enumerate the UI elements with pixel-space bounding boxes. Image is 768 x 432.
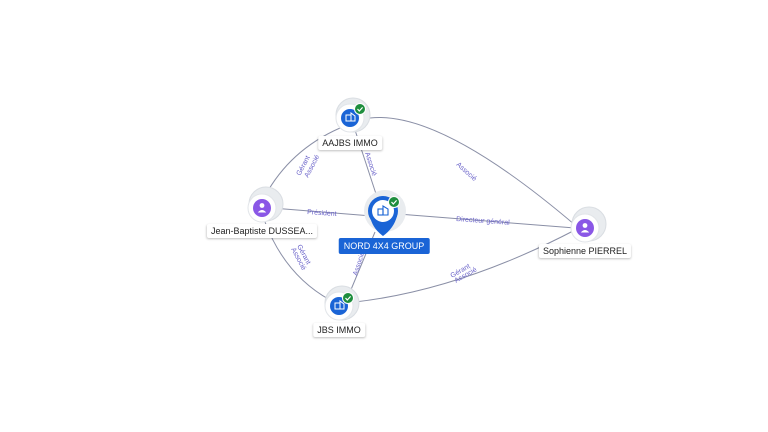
building-icon bbox=[377, 205, 389, 216]
node-nord-4x4-group[interactable] bbox=[364, 190, 406, 236]
edge-label: Président bbox=[307, 209, 337, 218]
person-icon bbox=[257, 203, 267, 213]
node-label-nord-4x4-group[interactable]: NORD 4X4 GROUP bbox=[338, 238, 430, 254]
node-label-jean-baptiste[interactable]: Jean-Baptiste DUSSEA... bbox=[206, 224, 318, 238]
verified-check-icon bbox=[342, 292, 354, 304]
building-icon bbox=[334, 300, 345, 310]
node-jean-baptiste[interactable] bbox=[247, 186, 284, 223]
edge-jb-aajbs bbox=[264, 127, 341, 197]
node-jbs-immo[interactable] bbox=[324, 285, 360, 321]
edge-label: Directeur général bbox=[456, 216, 510, 227]
edge-soph-aajbs bbox=[369, 116, 576, 226]
edge-label: Associé bbox=[363, 151, 377, 177]
edge-label: Associé bbox=[455, 161, 478, 183]
person-icon bbox=[580, 223, 590, 233]
verified-check-icon bbox=[354, 103, 366, 115]
node-label-aajbs-immo[interactable]: AAJBS IMMO bbox=[318, 136, 382, 150]
node-sophienne-pierrel[interactable] bbox=[570, 206, 607, 243]
edge-label: Associé bbox=[352, 251, 366, 277]
edge-soph-nord bbox=[397, 213, 576, 229]
node-label-jbs-immo[interactable]: JBS IMMO bbox=[313, 323, 365, 337]
node-aajbs-immo[interactable] bbox=[335, 97, 371, 133]
node-label-sophienne-pierrel[interactable]: Sophienne PIERREL bbox=[538, 244, 632, 258]
verified-check-icon bbox=[388, 196, 400, 208]
building-icon bbox=[345, 112, 356, 122]
edge-jb-nord bbox=[271, 207, 373, 217]
